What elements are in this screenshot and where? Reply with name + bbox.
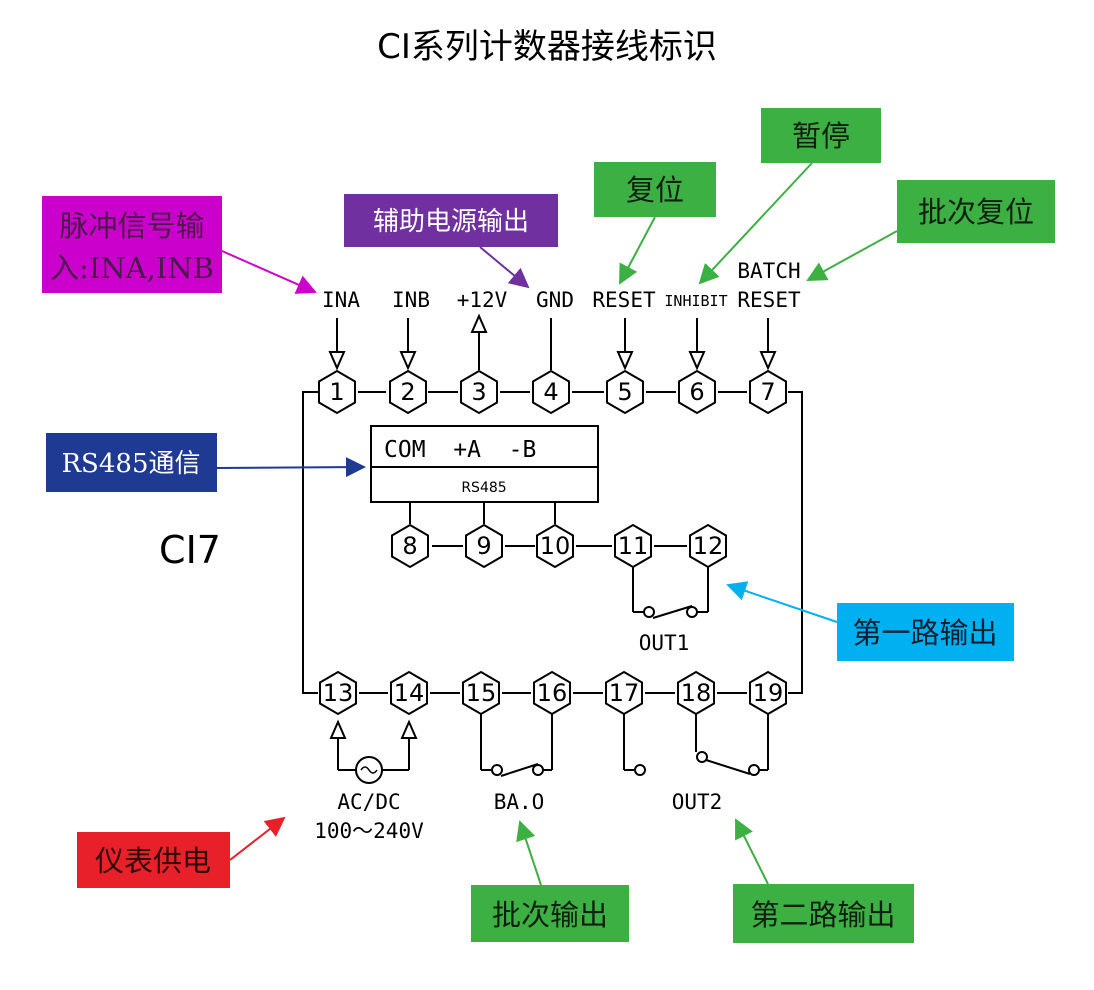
rs485-wires bbox=[409, 502, 556, 524]
callout-power-supply: 仪表供电 bbox=[77, 816, 286, 888]
terminal-6: 6 bbox=[678, 369, 716, 415]
diagram-title: CI系列计数器接线标识 bbox=[377, 27, 717, 67]
label-acdc: AC/DC bbox=[337, 790, 400, 814]
frame-right bbox=[788, 391, 803, 694]
terminal-17: 17 bbox=[605, 670, 643, 716]
svg-text:3: 3 bbox=[471, 378, 486, 406]
callout-output-2: 第二路输出 bbox=[733, 818, 914, 943]
callout-rs485: RS485通信 bbox=[46, 433, 366, 492]
svg-text:第二路输出: 第二路输出 bbox=[750, 898, 895, 932]
svg-text:RS485通信: RS485通信 bbox=[61, 449, 200, 479]
terminal-16: 16 bbox=[533, 670, 571, 716]
svg-text:15: 15 bbox=[466, 679, 497, 707]
rs485-box: COM +A -B RS485 bbox=[370, 425, 599, 503]
svg-text:13: 13 bbox=[323, 679, 354, 707]
svg-text:6: 6 bbox=[689, 378, 704, 406]
label-batch: BATCH bbox=[737, 259, 800, 283]
callout-output-1: 第一路输出 bbox=[726, 581, 1014, 661]
svg-text:10: 10 bbox=[540, 532, 571, 560]
label-reset: RESET bbox=[592, 288, 656, 312]
terminal-13: 13 bbox=[319, 670, 357, 716]
callout-batch-reset: 批次复位 bbox=[806, 180, 1055, 281]
terminal-3: 3 bbox=[460, 369, 498, 415]
label-out2: OUT2 bbox=[672, 790, 723, 814]
power-supply-wiring bbox=[329, 719, 418, 784]
svg-text:入:INA,INB: 入:INA,INB bbox=[50, 251, 214, 285]
terminal-9: 9 bbox=[465, 523, 503, 569]
terminal-1: 1 bbox=[318, 369, 356, 415]
terminal-10: 10 bbox=[536, 523, 574, 569]
terminal-2: 2 bbox=[389, 369, 427, 415]
terminal-14: 14 bbox=[390, 670, 428, 716]
label-12v: +12V bbox=[457, 288, 508, 312]
svg-text:第一路输出: 第一路输出 bbox=[852, 616, 997, 650]
svg-text:12: 12 bbox=[693, 532, 724, 560]
label-inhibit: INHIBIT bbox=[664, 292, 727, 310]
label-bao: BA.O bbox=[494, 790, 545, 814]
svg-text:7: 7 bbox=[760, 378, 775, 406]
svg-text:暂停: 暂停 bbox=[792, 119, 850, 153]
terminals: 1 2 3 4 5 6 7 8 bbox=[318, 369, 787, 716]
terminal-15: 15 bbox=[462, 670, 500, 716]
svg-text:18: 18 bbox=[681, 679, 712, 707]
terminal-5: 5 bbox=[606, 369, 644, 415]
rs485-pins: COM +A -B bbox=[384, 437, 536, 463]
terminal-11: 11 bbox=[614, 523, 652, 569]
terminal-8: 8 bbox=[391, 523, 429, 569]
terminal-12: 12 bbox=[689, 523, 727, 569]
svg-text:4: 4 bbox=[543, 378, 558, 406]
svg-text:批次复位: 批次复位 bbox=[918, 195, 1034, 229]
svg-text:17: 17 bbox=[609, 679, 640, 707]
out2-relay bbox=[623, 713, 769, 776]
label-gnd: GND bbox=[536, 288, 574, 312]
svg-text:8: 8 bbox=[402, 532, 417, 560]
terminal-18: 18 bbox=[677, 670, 715, 716]
svg-text:14: 14 bbox=[394, 679, 425, 707]
terminal-19: 19 bbox=[749, 670, 787, 716]
svg-text:仪表供电: 仪表供电 bbox=[95, 844, 211, 878]
svg-text:辅助电源输出: 辅助电源输出 bbox=[373, 207, 529, 237]
model-label: CI7 bbox=[159, 528, 221, 572]
svg-text:复位: 复位 bbox=[626, 173, 684, 207]
out1-relay bbox=[632, 566, 709, 619]
svg-text:批次输出: 批次输出 bbox=[492, 898, 608, 932]
svg-text:脉冲信号输: 脉冲信号输 bbox=[59, 209, 204, 243]
label-inb: INB bbox=[392, 288, 430, 312]
terminal-7: 7 bbox=[749, 369, 787, 415]
svg-text:9: 9 bbox=[476, 532, 491, 560]
terminal-4: 4 bbox=[532, 369, 570, 415]
callout-reset: 复位 bbox=[594, 162, 716, 285]
svg-text:5: 5 bbox=[617, 378, 632, 406]
rs485-label: RS485 bbox=[461, 480, 506, 496]
callout-aux-power: 辅助电源输出 bbox=[344, 194, 558, 289]
svg-text:16: 16 bbox=[537, 679, 568, 707]
label-batch-reset: RESET bbox=[737, 288, 801, 312]
label-out1: OUT1 bbox=[639, 631, 690, 655]
svg-text:1: 1 bbox=[329, 378, 344, 406]
frame-left bbox=[302, 391, 318, 694]
top-signal-wires bbox=[328, 313, 777, 371]
callout-pulse-input: 脉冲信号输 入:INA,INB bbox=[42, 196, 317, 294]
svg-text:11: 11 bbox=[618, 532, 649, 560]
label-voltage: 100～240V bbox=[314, 819, 424, 843]
svg-text:19: 19 bbox=[753, 679, 784, 707]
callout-batch-output: 批次输出 bbox=[471, 820, 629, 942]
bao-relay bbox=[480, 713, 553, 777]
label-ina: INA bbox=[322, 288, 360, 312]
callout-pause: 暂停 bbox=[698, 108, 881, 285]
svg-text:2: 2 bbox=[400, 378, 415, 406]
